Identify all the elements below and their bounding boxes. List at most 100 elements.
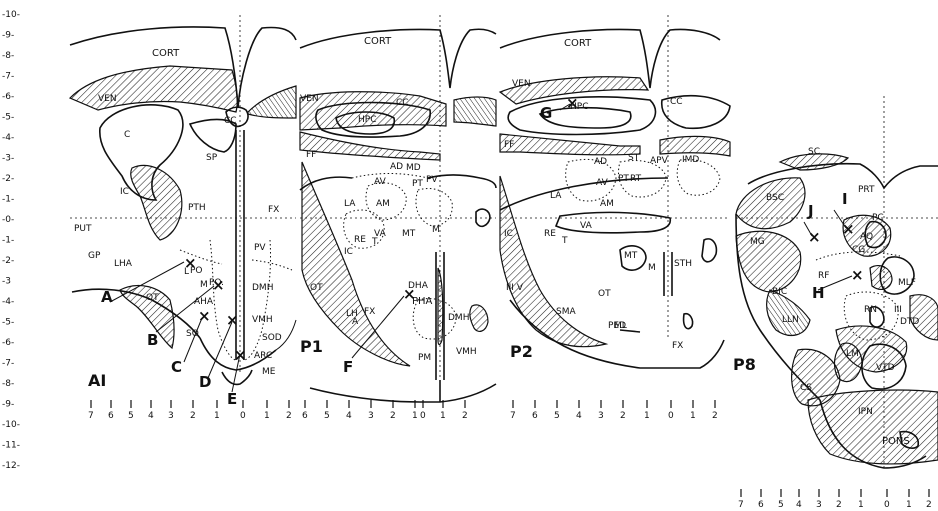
region-label: OT [598,289,611,299]
lesion-marker-label: G [540,104,552,122]
scale-tick-label: 6 [302,411,308,421]
region-label: LA [344,199,356,209]
scale-tick-label: 4 [576,411,582,421]
region-label: LA [550,191,562,201]
lesion-marker-label: F [343,358,353,376]
vertical-scale-tick: -10- [2,10,20,20]
region-label: AV [596,178,609,188]
vertical-scale-tick: -6- [2,92,14,102]
region-label: ME [262,367,276,377]
scale-tick-label: 1 [412,411,418,421]
region-label: M [648,263,656,273]
region-label: RE [354,235,366,245]
scale-tick-label: 7 [88,411,94,421]
vertical-scale-tick: -2- [2,256,14,266]
region-label: RN [864,305,877,315]
region-label: PT [412,179,423,189]
plate-title: P8 [733,355,756,374]
region-label: A [352,317,359,327]
region-label: MG [750,237,765,247]
scale-tick-label: 1 [264,411,270,421]
scale-tick-label: 2 [190,411,196,421]
vertical-scale-tick: -12- [2,461,20,471]
lesion-marker-label: H [812,284,825,302]
region-label: SOD [262,333,282,343]
vertical-scale-tick: -1- [2,236,14,246]
scale-tick-label: 2 [286,411,292,421]
region-label: LM [846,349,859,359]
region-label: SO [186,329,199,339]
region-label: CG [852,245,865,255]
scale-tick-label: 1 [644,411,650,421]
region-label: FF [306,150,316,160]
scale-tick-label: 6 [108,411,114,421]
region-label: MD [406,163,421,173]
region-label: MT [402,229,416,239]
arrow-d [208,322,232,378]
vertical-scale-tick: -8- [2,51,14,61]
lesion-marker-label: I [842,190,848,208]
scale-tick-label: 0 [668,411,674,421]
region-label: FX [364,307,375,317]
region-label: AHA [194,297,214,307]
region-label: HPC [570,102,588,112]
scale-tick-label: 5 [778,500,784,510]
region-label: ST [628,153,640,163]
region-label: ML [614,321,627,331]
region-label: PC [872,213,884,223]
plate-p2 [500,29,730,368]
region-label: MLF [898,278,916,288]
plate-title: AI [88,371,106,390]
region-label: VA [374,229,387,239]
region-label: SP [206,153,218,163]
plate-a1 [70,27,296,384]
plate-title: P2 [510,342,533,361]
scale-tick-label: 3 [598,411,604,421]
region-label: DTD [900,317,919,327]
region-label: PV [426,175,438,185]
region-label: MT [624,251,638,261]
region-label: AD [390,162,403,172]
scale-tick-label: 1 [906,500,912,510]
lesion-x-e: × [234,346,247,364]
region-label: RF [818,271,829,281]
scale-tick-label: 0 [240,411,246,421]
lesion-x-c: × [198,307,211,325]
region-label: AQ [860,232,873,242]
region-label: IC [344,247,353,257]
region-label: PT [618,174,629,184]
region-label: PV [254,243,266,253]
vertical-scale-tick: -7- [2,72,14,82]
region-label: LLN [782,315,799,325]
region-label: T [561,236,568,246]
region-label: OT [146,293,159,303]
vertical-scale-tick: -6- [2,338,14,348]
region-label: RE [544,229,556,239]
region-label: CORT [364,36,392,47]
lesion-x-d: × [226,311,239,329]
region-label: AV [374,177,387,187]
region-label: IMD [682,155,699,165]
region-label: IC [120,187,129,197]
vertical-scale-tick: -4- [2,297,14,307]
scale-tick-label: 3 [368,411,374,421]
lesion-x-j: × [808,228,821,246]
plate-title: P1 [300,337,323,356]
region-label: III [894,305,902,315]
vertical-scale-tick: -1- [2,195,14,205]
region-label: DMH [252,283,273,293]
vertical-scale-tick: -11- [2,441,20,451]
vertical-scale: -10--9--8--7--6--5--4--3--2--1--0--1--2-… [2,10,20,471]
scale-tick-label: 1 [214,411,220,421]
region-label: PO [190,266,203,276]
scale-tick-label: 7 [738,500,744,510]
region-label: IPN [858,407,873,417]
vertical-scale-tick: -3 [2,277,11,287]
lesion-marker-label: A [101,288,113,306]
region-label: BIC [772,287,787,297]
lesion-marker-label: C [171,358,182,376]
region-label: PM [418,353,431,363]
scale-tick-label: 4 [148,411,154,421]
vertical-scale-tick: -8- [2,379,14,389]
